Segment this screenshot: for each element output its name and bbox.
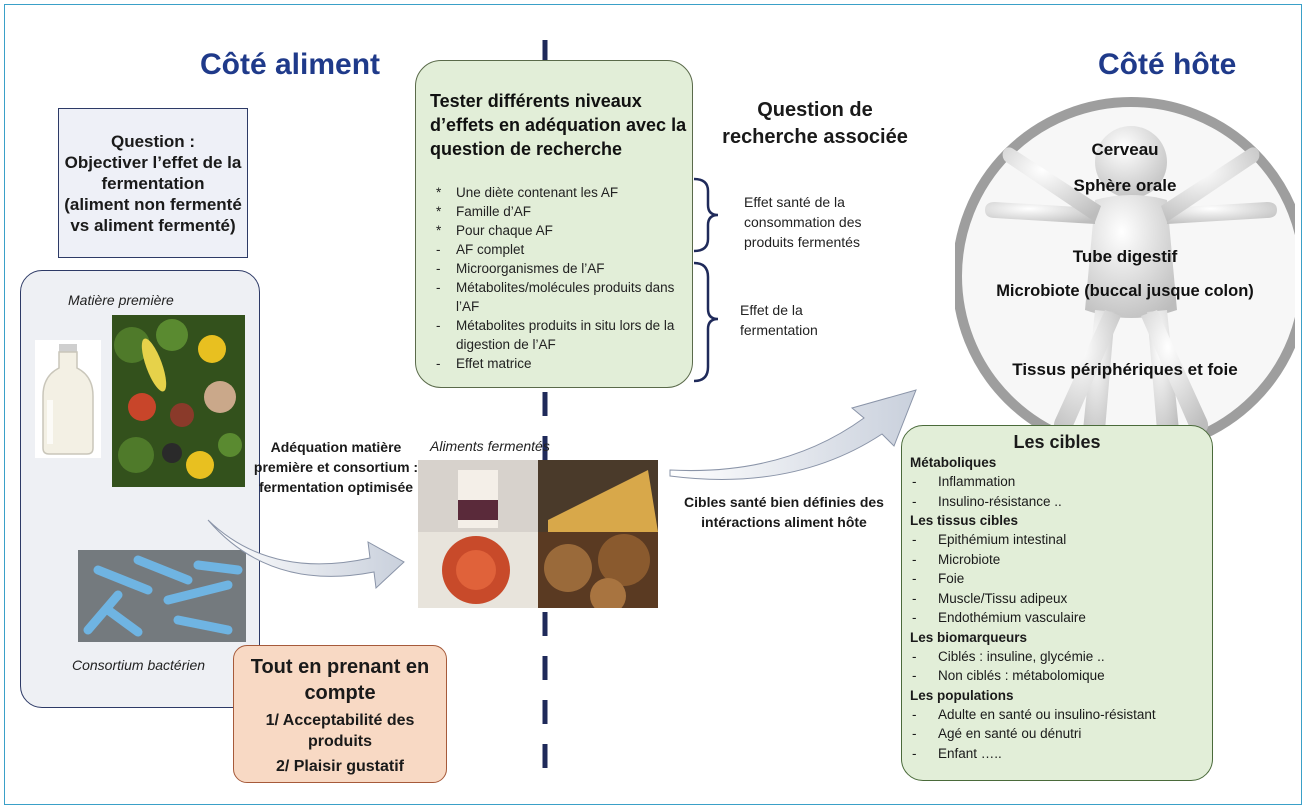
target-item: -Adulte en santé ou insulino-résistant	[912, 706, 1156, 722]
research-levels-list: *Une diète contenant les AF *Famille d’A…	[436, 183, 688, 373]
fermented-foods-label: Aliments fermentés	[430, 438, 550, 454]
bacteria-image	[78, 550, 246, 642]
curly-braces	[693, 177, 719, 383]
research-level-item: -AF complet	[436, 242, 525, 257]
target-item: -Microbiote	[912, 551, 1001, 567]
fermented-foods-image	[418, 460, 658, 608]
targets-section-heading: Les biomarqueurs	[910, 629, 1028, 645]
brain-label: Cerveau	[1091, 140, 1159, 159]
target-item: -Foie	[912, 571, 965, 586]
target-item: -Muscle/Tissu adipeux	[912, 590, 1068, 606]
question-comparison: (aliment non fermenté vs aliment ferment…	[64, 194, 242, 235]
health-targets-text: Cibles santé bien définies des intéracti…	[684, 494, 884, 530]
question-label: Question :	[110, 131, 196, 151]
question-box: Question : Objectiver l’effet de la ferm…	[58, 108, 248, 258]
targets-section-heading: Les populations	[910, 687, 1014, 703]
diagram-frame	[4, 4, 1302, 805]
target-item: -Inflammation	[912, 474, 1016, 489]
human-figure	[955, 97, 1295, 455]
targets-section-heading: Métaboliques	[910, 455, 997, 470]
adequation-text: Adéquation matière première et consortiu…	[253, 439, 419, 495]
acceptability-item-1: 1/ Acceptabilité des produits	[265, 712, 415, 750]
title-food-side: Côté aliment	[200, 48, 381, 81]
raw-material-label: Matière première	[68, 292, 174, 308]
optimized-fermentation-arrow	[207, 519, 405, 590]
microbiota-label: Microbiote (buccal jusque colon)	[996, 282, 1254, 300]
targets-section-list: -Adulte en santé ou insulino-résistant -…	[902, 705, 1212, 764]
health-effect-text: Effet santé de la consommation des produ…	[744, 194, 862, 250]
health-targets-arrow	[669, 389, 917, 480]
human-body-illustration: Cerveau Sphère orale Tube digestif Micro…	[955, 90, 1295, 460]
targets-section-heading: Les tissus cibles	[910, 513, 1019, 528]
targets-section-list: -Epithémium intestinal -Microbiote -Foie…	[902, 530, 1212, 628]
target-item: -Enfant …..	[912, 745, 1002, 761]
research-level-item: *Pour chaque AF	[436, 223, 553, 238]
research-question-title: Question de recherche associée	[722, 99, 908, 148]
question-objective: Objectiver l’effet de la fermentation	[64, 152, 242, 193]
acceptability-title: Tout en prenant en compte	[250, 656, 430, 704]
digestive-tract-label: Tube digestif	[1072, 247, 1178, 266]
research-levels-title: Tester différents niveaux d’effets en ad…	[430, 91, 687, 159]
research-level-item: -Effet matrice	[436, 356, 532, 371]
fermentation-effect-text: Effet de la fermentation	[740, 302, 818, 338]
research-level-item: *Une diète contenant les AF	[436, 185, 619, 200]
targets-box: Les cibles Métaboliques -Inflammation -I…	[901, 425, 1213, 781]
acceptability-item-2: 2/ Plaisir gustatif	[275, 758, 405, 775]
milk-bottle-image	[35, 340, 101, 458]
target-item: -Non ciblés : métabolomique	[912, 668, 1105, 683]
target-item: -Agé en santé ou dénutri	[912, 726, 1082, 741]
target-item: -Ciblés : insuline, glycémie ..	[912, 648, 1105, 664]
peripheral-tissues-label: Tissus périphériques et foie	[1012, 360, 1238, 379]
target-item: -Endothémium vasculaire	[912, 610, 1086, 625]
research-levels-box: Tester différents niveaux d’effets en ad…	[415, 60, 693, 388]
center-dashed-divider	[542, 40, 548, 780]
target-item: -Epithémium intestinal	[912, 532, 1067, 547]
targets-section-list: -Inflammation -Insulino-résistance ..	[902, 472, 1212, 511]
research-level-item: *Famille d’AF	[436, 204, 532, 219]
target-item: -Insulino-résistance ..	[912, 493, 1062, 509]
consortium-label: Consortium bactérien	[72, 657, 206, 673]
vegetables-image	[112, 315, 245, 487]
targets-section-list: -Ciblés : insuline, glycémie .. -Non cib…	[902, 647, 1212, 686]
research-level-item: -Microorganismes de l’AF	[436, 261, 605, 276]
title-host-side: Côté hôte	[1098, 48, 1237, 81]
research-level-item: -Métabolites produits in situ lors de la…	[436, 318, 675, 352]
oral-sphere-label: Sphère orale	[1073, 176, 1177, 195]
targets-title: Les cibles	[1013, 432, 1101, 452]
research-level-item: -Métabolites/molécules produits dans l’A…	[436, 280, 675, 314]
acceptability-box: Tout en prenant en compte 1/ Acceptabili…	[233, 645, 447, 783]
